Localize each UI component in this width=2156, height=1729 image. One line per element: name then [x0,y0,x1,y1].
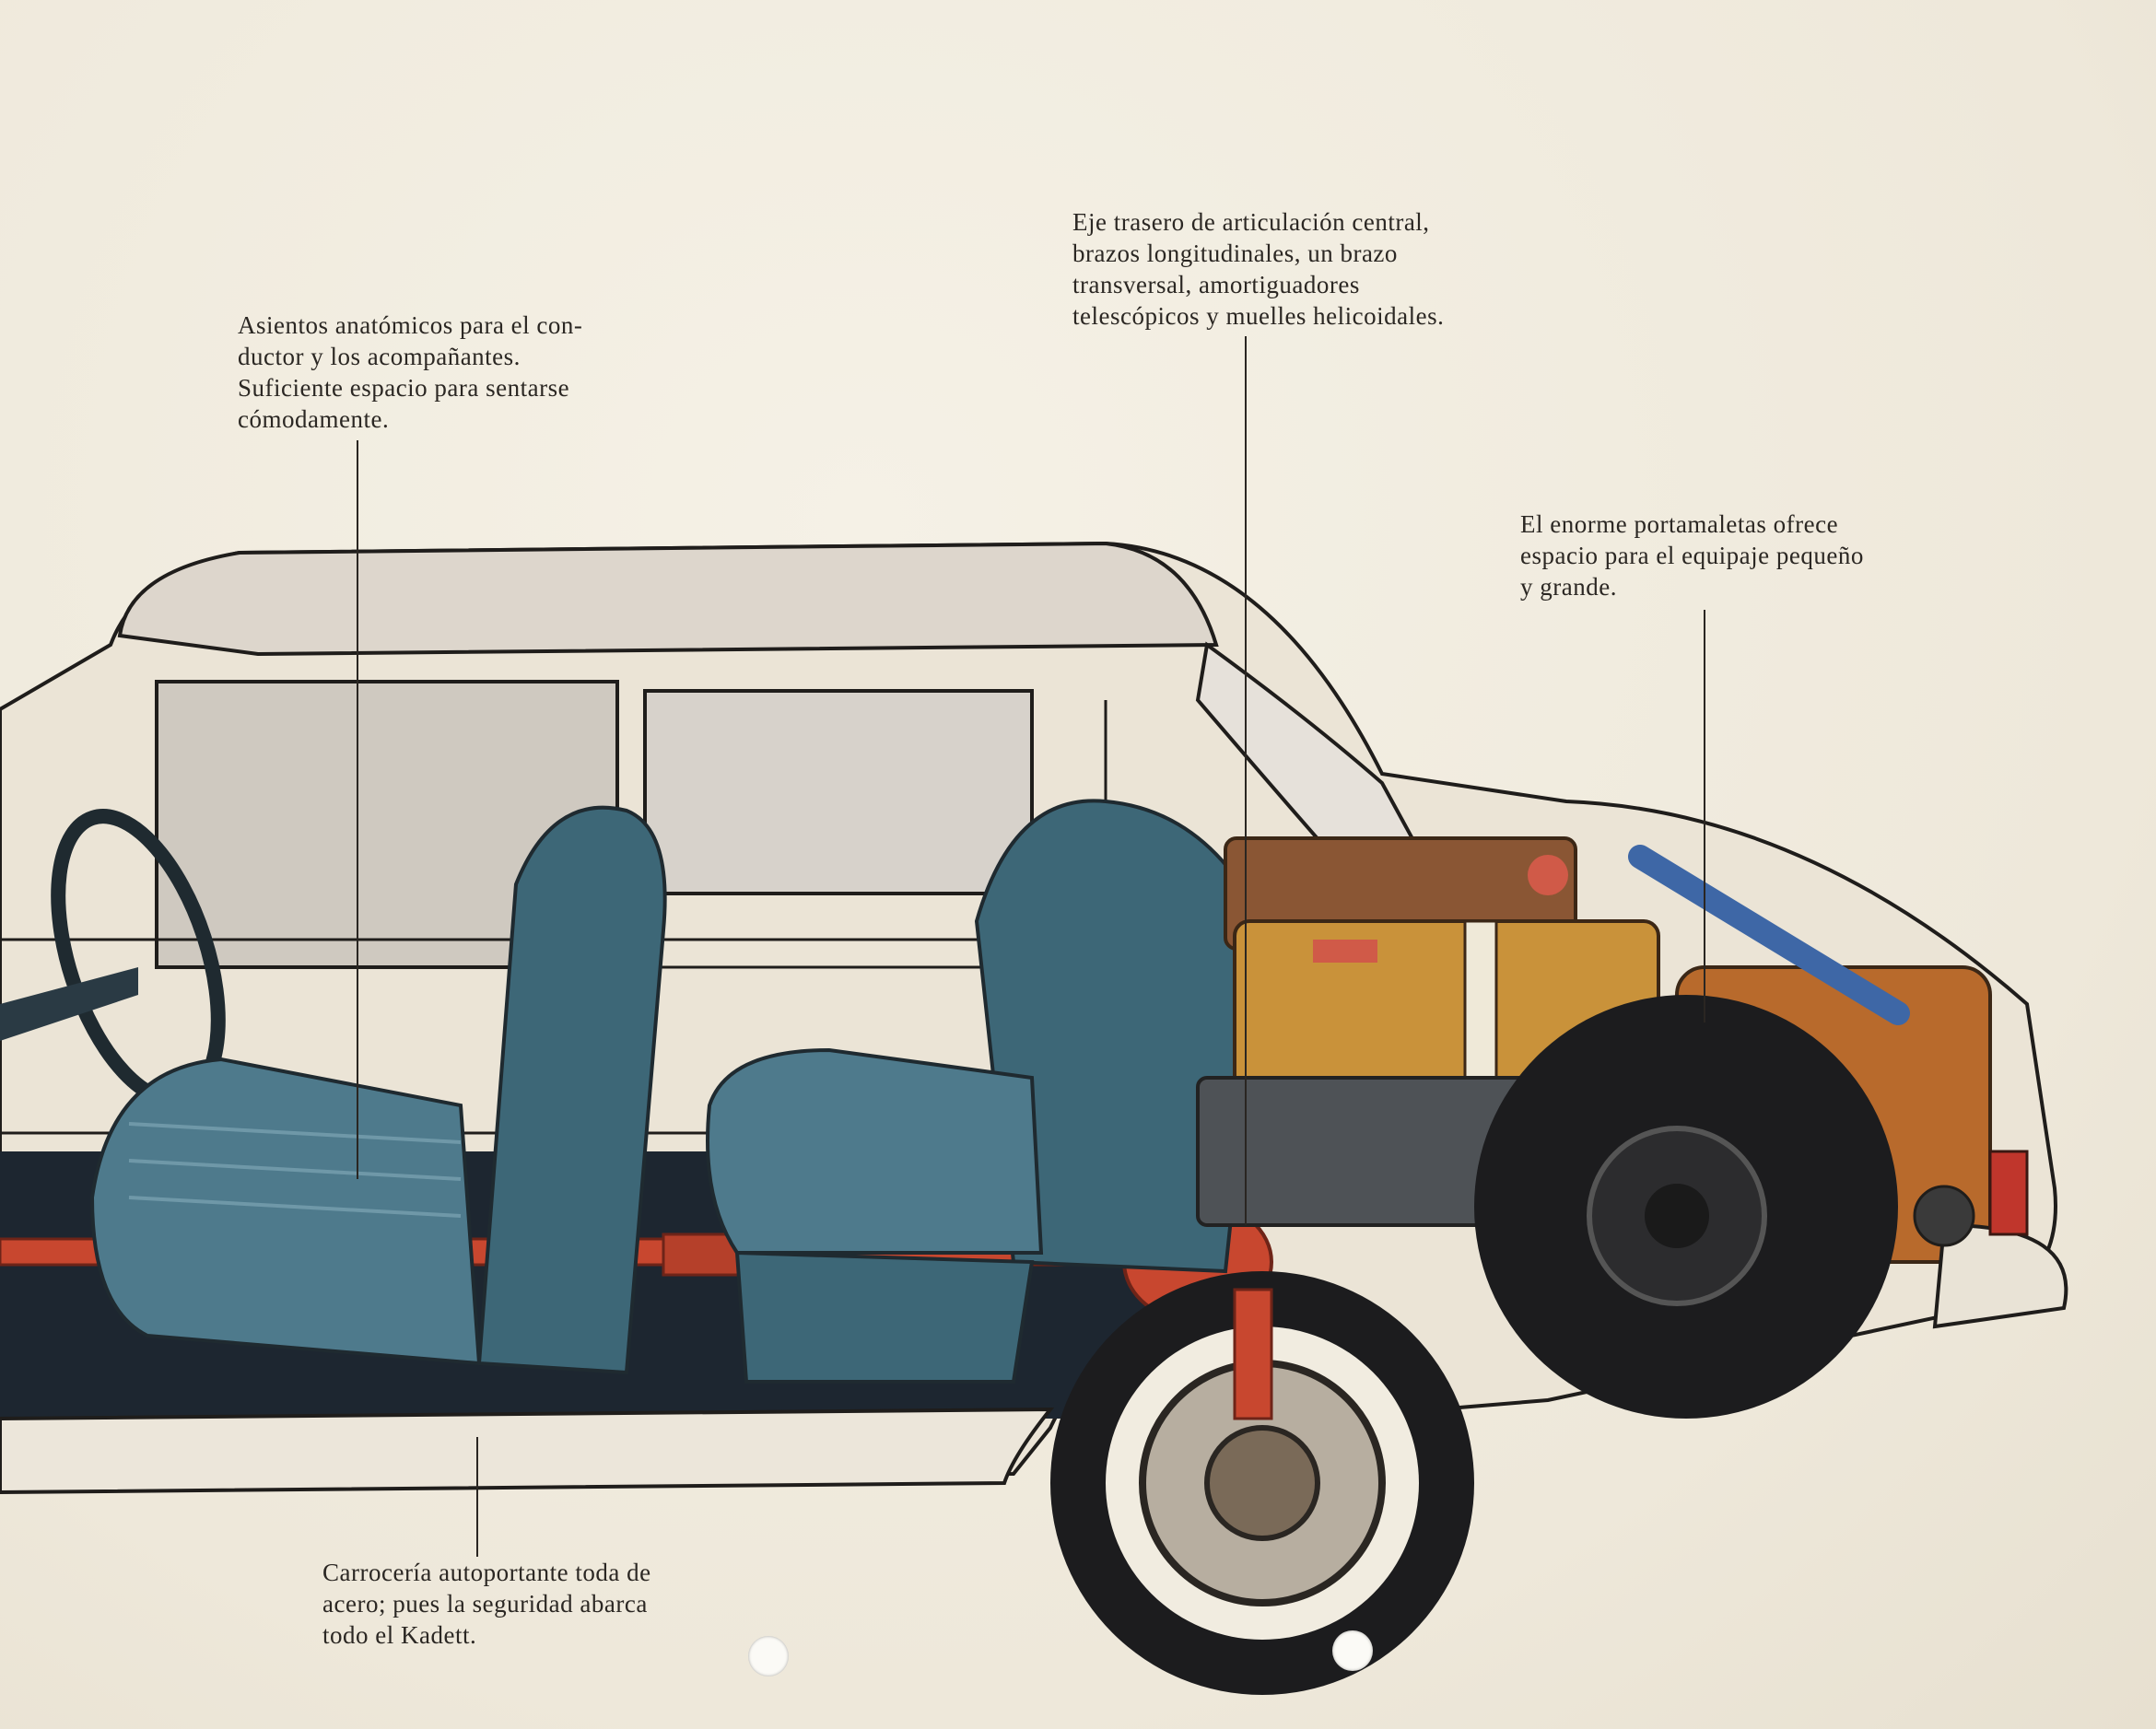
caption-seats: Asientos anatómicos para el con- ductor … [238,311,583,433]
badge-emblem [1913,1185,1975,1247]
rear-seat-base [734,1250,1035,1384]
rear-road-hub [1204,1425,1320,1541]
binder-hole-left [748,1636,789,1676]
rear-door-window [643,689,1034,895]
front-seat-stripes [128,1122,462,1218]
binder-hole-right [1332,1630,1373,1671]
rear-bumper [1932,1222,2068,1329]
rocker-panel [0,1407,1055,1495]
front-seat-cushion [89,1057,482,1366]
shock-absorber [1233,1288,1273,1420]
caption-trunk: El enorme portamaletas ofrece espacio pa… [1520,510,1864,601]
steering-column [0,967,138,1041]
roof [117,541,1219,657]
rear-seat-cushion [706,1047,1044,1255]
taillight [1988,1150,2029,1236]
suitcase-strap [1463,919,1498,1107]
caption-body: Carrocería autoportante toda de acero; p… [322,1559,651,1649]
spare-wheel-hub [1645,1184,1709,1248]
umbrella [1628,845,1910,1025]
suitcase-upper-badge [1528,855,1568,895]
caption-rear-axle: Eje trasero de articulación central, bra… [1072,208,1445,330]
front-seat-back [476,805,667,1375]
suitcase-label [1313,940,1377,963]
